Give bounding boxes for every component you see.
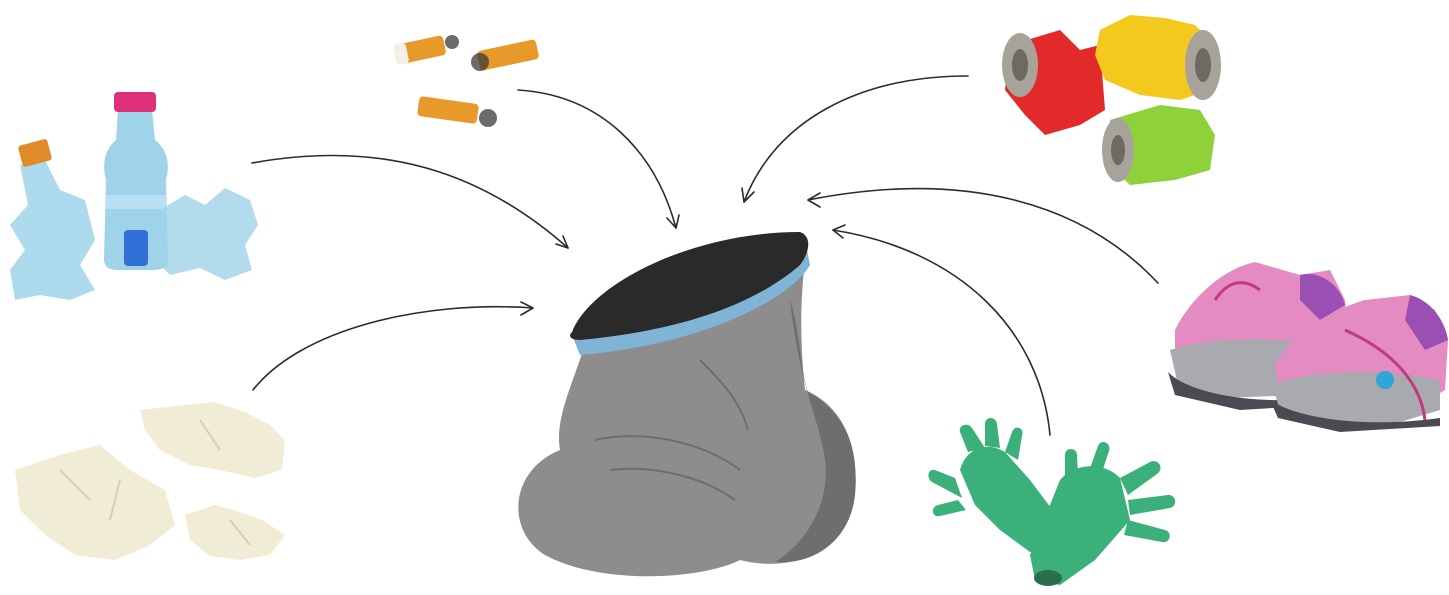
arrow-gloves-to-bag <box>832 224 1051 436</box>
crushed-can-green <box>1102 105 1215 185</box>
bag-shadow <box>775 300 856 563</box>
plastic-bottles-icon <box>10 92 258 300</box>
arrow-bottles-to-bag <box>251 154 569 249</box>
crushed-can-yellow <box>1095 15 1221 100</box>
glove-cuff <box>1034 570 1062 586</box>
cigarette-butt <box>394 35 459 65</box>
sneakers-icon <box>1168 262 1448 432</box>
bag-opening <box>570 232 809 340</box>
sneaker-front <box>1270 295 1448 432</box>
bottle-cap <box>114 92 156 112</box>
paper-tissues-icon <box>15 402 285 560</box>
rubber-gloves-icon <box>928 418 1176 586</box>
arrow-cans-to-bag <box>741 75 969 203</box>
bottle-cap <box>18 139 52 167</box>
garbage-bag-icon <box>518 232 856 577</box>
standing-bottle <box>104 110 168 270</box>
glove-right <box>1030 441 1176 585</box>
arrow-sneakers-to-bag <box>807 187 1159 284</box>
bag-fold <box>594 435 741 471</box>
cigarette-butt <box>471 39 539 71</box>
shoelace <box>1213 281 1261 301</box>
arrow-paper-to-bag <box>252 301 534 391</box>
crushed-bottle <box>10 160 95 300</box>
crumpled-paper <box>185 505 285 560</box>
cigarette-butt <box>417 96 497 127</box>
glove-left <box>928 418 1060 552</box>
crumpled-paper <box>15 445 175 560</box>
bag-fold <box>609 467 736 501</box>
bottle-label <box>106 195 166 209</box>
arrow-cigarettes-to-bag <box>517 89 680 229</box>
crushed-bottle <box>150 188 258 280</box>
shoelace <box>1344 328 1427 421</box>
bottle-cap <box>124 230 148 266</box>
crushed-cans-icon <box>1002 15 1221 185</box>
bag-fold <box>699 359 749 431</box>
crushed-can-red <box>1002 30 1105 135</box>
cigarette-butts-icon <box>394 35 539 127</box>
